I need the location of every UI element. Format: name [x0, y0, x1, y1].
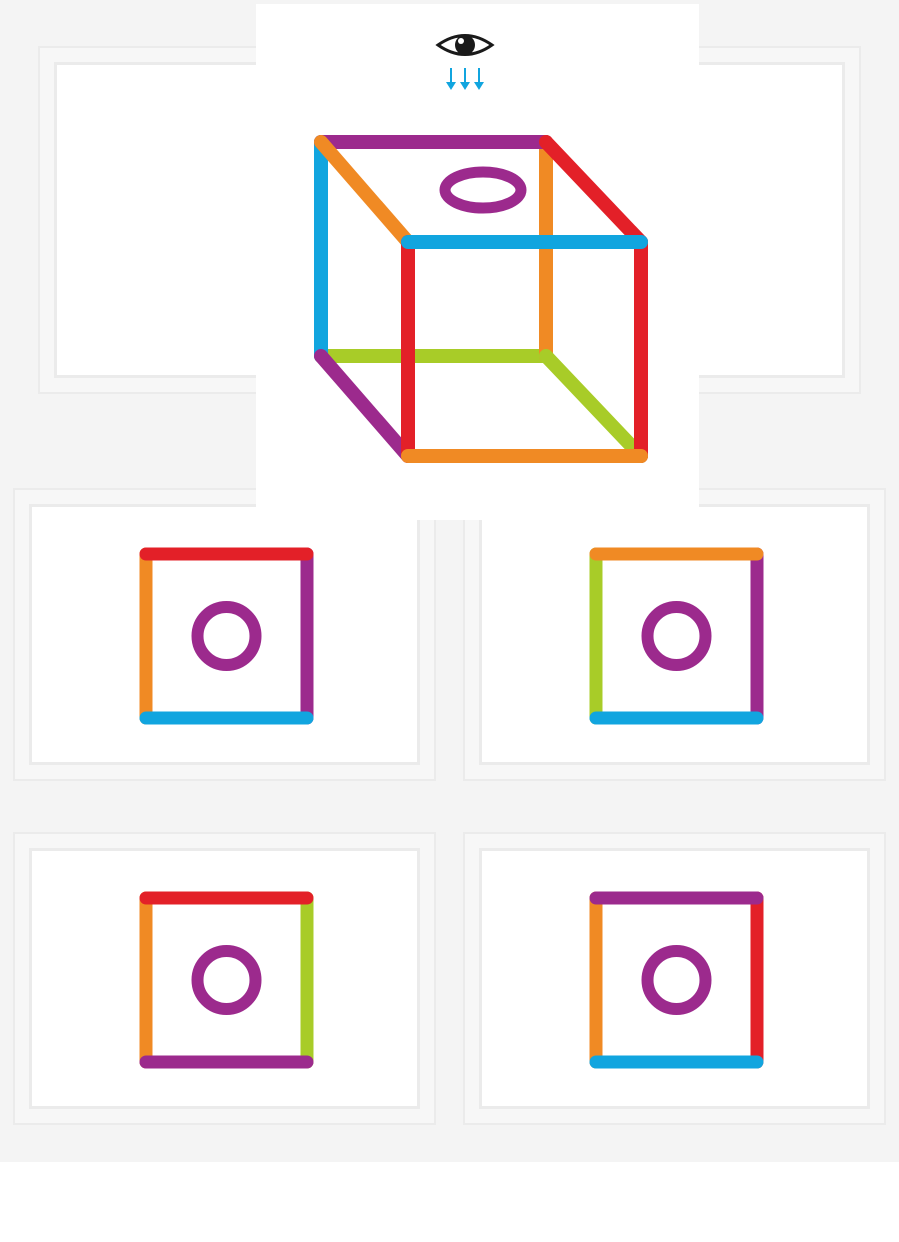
face-ring-icon: [641, 601, 712, 671]
eye-icon: [435, 34, 495, 56]
option-3-face: [139, 891, 314, 1069]
face-ring-icon: [191, 945, 262, 1015]
cube-figure: [314, 34, 648, 463]
option-card-2[interactable]: [463, 488, 886, 781]
cube-edge-top-right: [539, 135, 648, 249]
option-card-3[interactable]: [13, 832, 436, 1125]
face-ring-icon: [641, 945, 712, 1015]
down-arrows-icon: [446, 68, 484, 90]
top-face-ring-icon: [439, 166, 527, 214]
cube-edge-bottom-right: [539, 349, 648, 463]
cube-edge-top-left: [314, 135, 415, 249]
question-panel: [256, 4, 699, 520]
option-2-face: [589, 547, 764, 725]
cube-edge-bottom-left: [314, 349, 415, 463]
option-card-4[interactable]: [463, 832, 886, 1125]
option-1-face: [139, 547, 314, 725]
option-4-face: [589, 891, 764, 1069]
option-card-1[interactable]: [13, 488, 436, 781]
face-ring-icon: [191, 601, 262, 671]
